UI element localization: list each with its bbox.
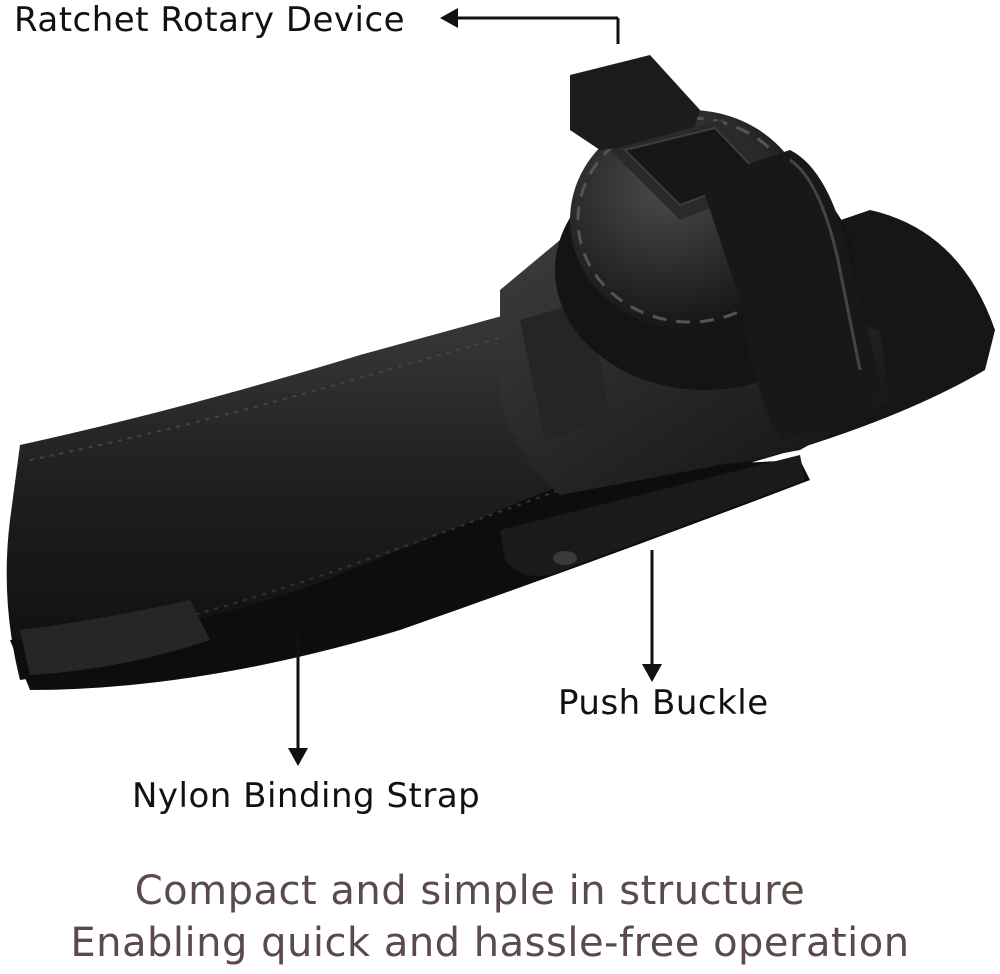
push-buckle-label: Push Buckle [558,683,769,723]
caption-line-2: Enabling quick and hassle-free operation [70,920,910,966]
dial-top-tab [570,55,700,150]
buckle-hole [553,551,577,565]
strap-arrowhead [288,748,308,766]
ratchet-rotary-device-label: Ratchet Rotary Device [14,0,406,40]
push-buckle-base [500,455,805,576]
ratchet-lever [700,150,880,440]
caption-line-1: Compact and simple in structure [134,868,806,914]
nylon-binding-strap-label: Nylon Binding Strap [132,776,481,816]
nylon-strap [6,300,600,680]
strap-end-tab [20,600,210,675]
lever-highlight [789,158,862,371]
ratchet-arrowhead [440,8,458,28]
push-buckle-arrowhead [642,664,662,682]
